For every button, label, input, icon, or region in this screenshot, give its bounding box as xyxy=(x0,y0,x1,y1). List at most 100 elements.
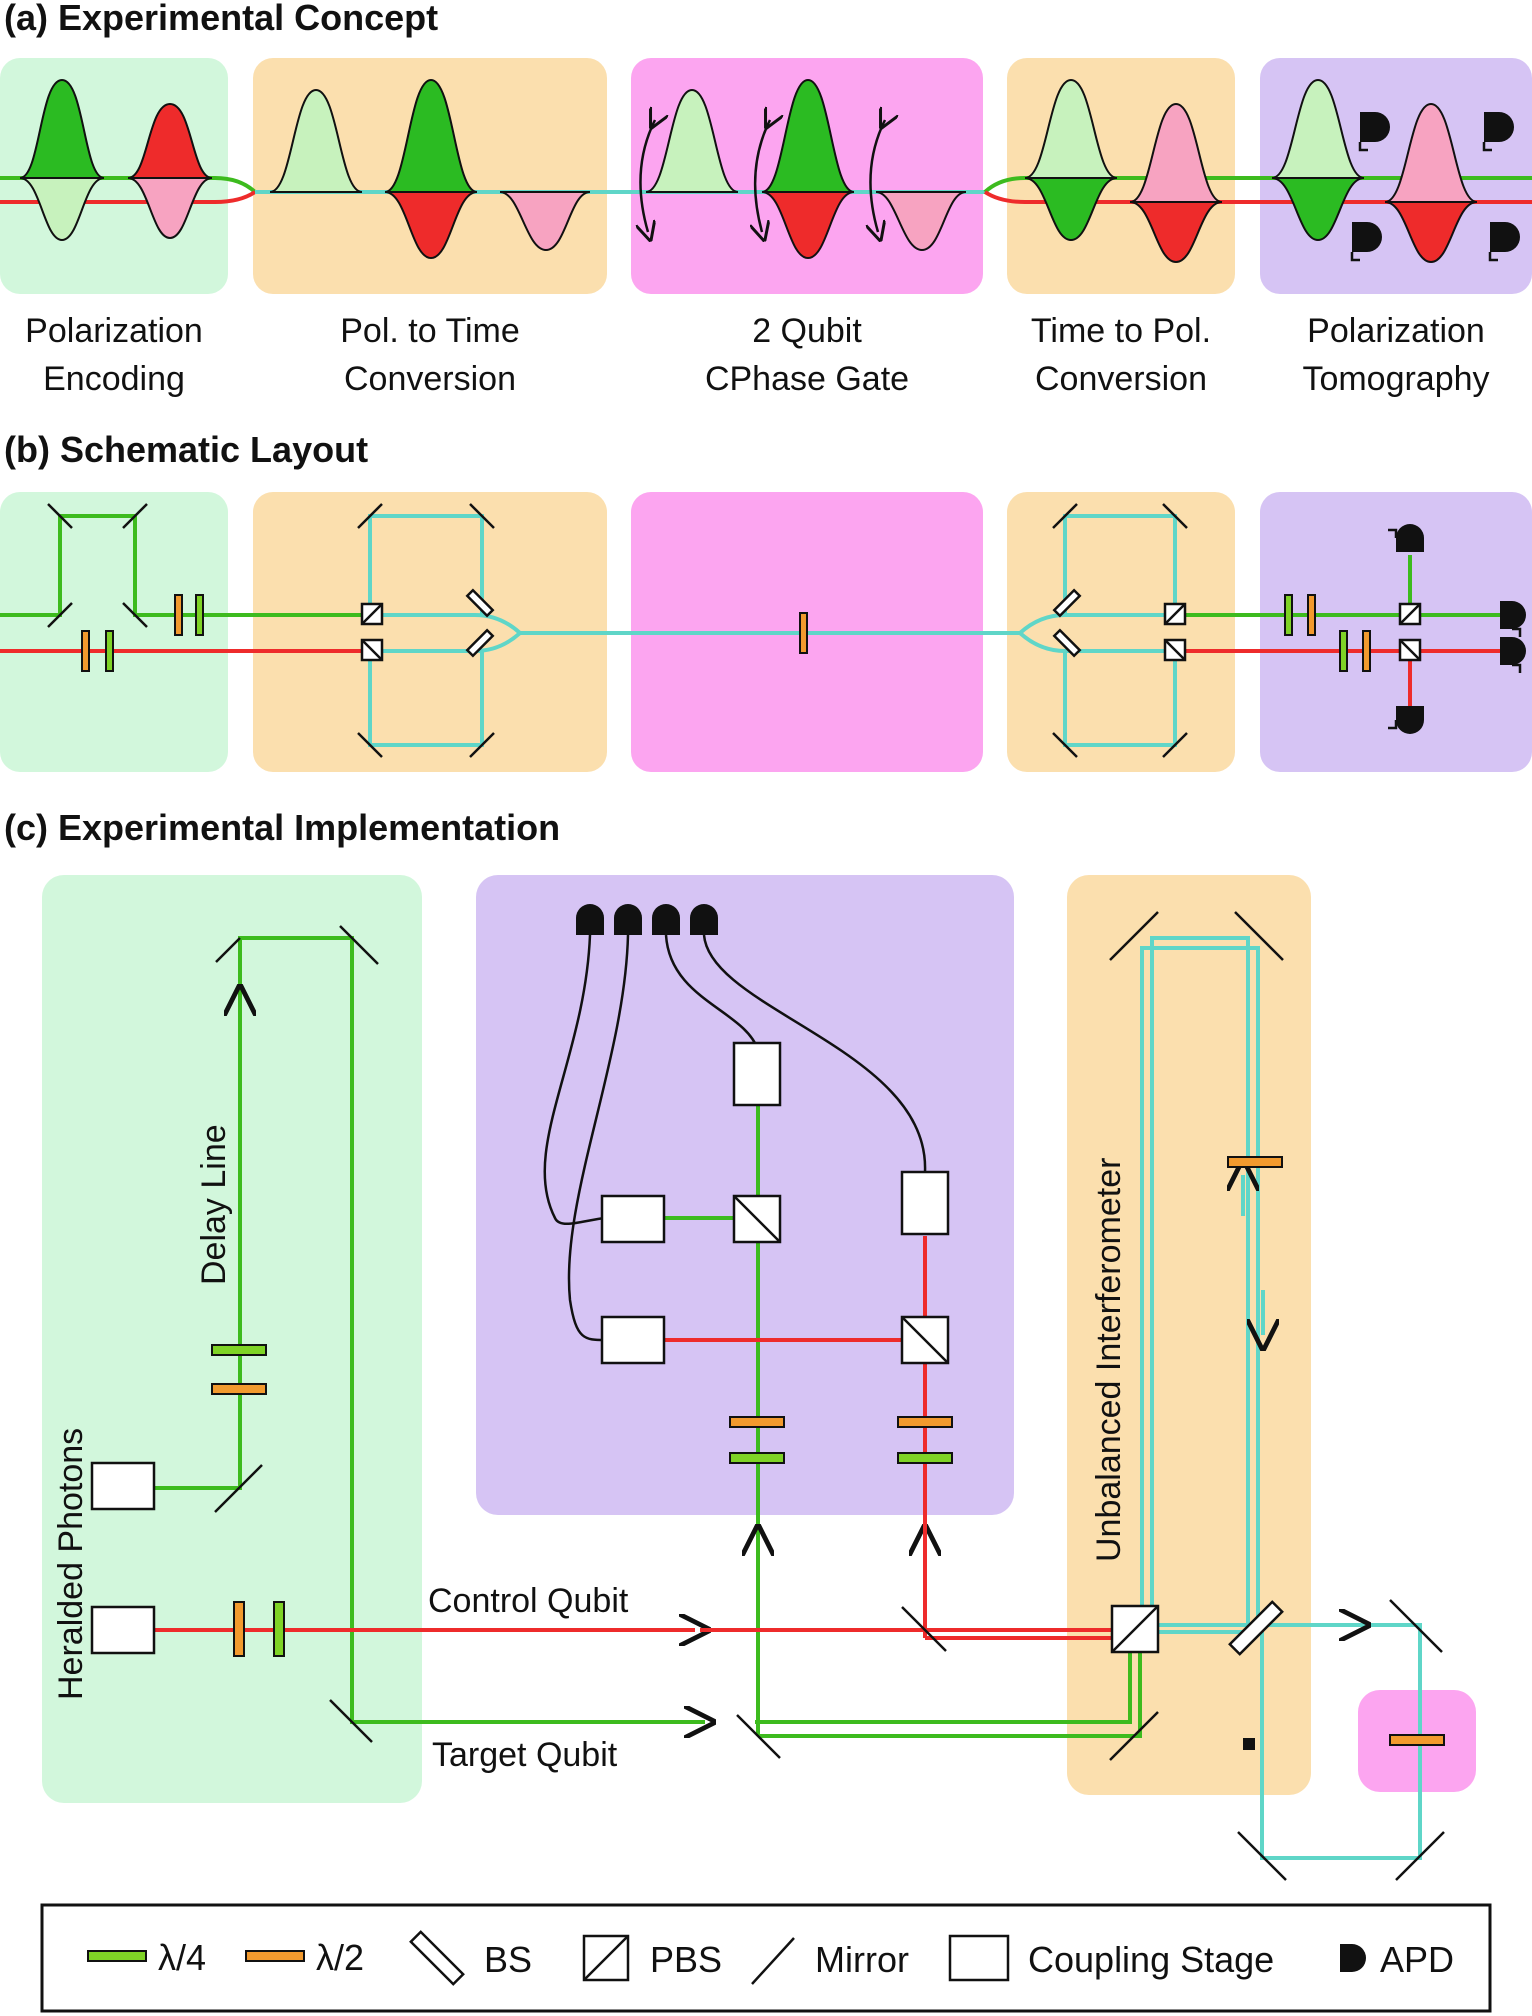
mirror-icon xyxy=(1109,1711,1159,1761)
legend-mirror-icon xyxy=(751,1937,795,1985)
pbs-icon xyxy=(360,602,384,626)
mirror-icon xyxy=(736,1714,781,1759)
mirror-icon xyxy=(214,1464,263,1513)
panel-b-title: (b) Schematic Layout xyxy=(4,429,368,470)
panel-a-title: (a) Experimental Concept xyxy=(4,0,438,38)
legend-apd-icon xyxy=(1340,1944,1366,1972)
mirror-icon xyxy=(47,503,73,529)
mirror-icon xyxy=(357,732,383,758)
half-wave-plate xyxy=(211,1383,267,1395)
quarter-wave-plate xyxy=(897,1452,953,1464)
mirror-icon xyxy=(469,503,495,529)
quarter-wave-plate xyxy=(105,630,114,672)
pbs-icon xyxy=(1398,602,1422,626)
legend-apd-label: APD xyxy=(1380,1939,1454,1980)
target-qubit-label: Target Qubit xyxy=(432,1736,618,1774)
panel-a-beams xyxy=(0,176,1532,204)
pbs-icon xyxy=(1163,602,1187,626)
schematic-pbs xyxy=(360,602,1422,662)
pulses-pol-to-time xyxy=(269,78,591,260)
coupling-stage xyxy=(600,1315,666,1365)
coupling-stage xyxy=(900,1170,950,1236)
mirror-icon xyxy=(1162,732,1188,758)
mirror-icon xyxy=(329,1699,373,1743)
mirror-icon xyxy=(339,925,379,965)
stage-label-3b: CPhase Gate xyxy=(705,360,909,398)
half-wave-plate xyxy=(1362,630,1371,672)
stage-label-4b: Conversion xyxy=(1035,360,1207,398)
stage-label-4a: Time to Pol. xyxy=(1031,312,1211,350)
quarter-wave-plate xyxy=(273,1601,285,1657)
bs-icon xyxy=(1228,1600,1284,1656)
apd-icon xyxy=(1484,112,1514,142)
coupling-stage xyxy=(732,1041,782,1107)
legend-bs-label: BS xyxy=(484,1939,532,1980)
legend-quarter-wave-swatch xyxy=(87,1950,147,1962)
beam-block xyxy=(1243,1738,1255,1750)
mirror-icon xyxy=(901,1606,947,1652)
apd-icons-panel-a xyxy=(1350,112,1520,262)
bs-icon xyxy=(1052,588,1082,618)
legend-bs-icon xyxy=(409,1930,465,1986)
half-wave-plate xyxy=(1227,1156,1283,1168)
mirror-icon xyxy=(1234,911,1284,961)
half-wave-plate xyxy=(729,1416,785,1428)
quarter-wave-plate xyxy=(211,1344,267,1356)
stage-label-1a: Polarization xyxy=(25,312,203,350)
unbalanced-interferometer-label: Unbalanced Interferometer xyxy=(1090,1158,1128,1562)
bs-icon xyxy=(465,628,495,658)
half-wave-plate xyxy=(174,594,183,636)
legend-mirror-label: Mirror xyxy=(815,1939,909,1980)
mirror-icon xyxy=(357,503,383,529)
mirror-icon xyxy=(47,602,73,628)
legend-half-wave-label: λ/2 xyxy=(316,1937,364,1978)
stage-label-2b: Conversion xyxy=(344,360,516,398)
apd-icon xyxy=(1360,112,1390,142)
impl-mirrors xyxy=(214,911,1445,1881)
legend-coupling-stage-icon xyxy=(948,1934,1010,1982)
stage-label-5a: Polarization xyxy=(1307,312,1485,350)
mirror-icon xyxy=(1052,732,1078,758)
schematic-zone-tomography xyxy=(1260,492,1532,772)
mirror-icon xyxy=(1389,1599,1443,1653)
apd-icon xyxy=(1396,524,1424,552)
half-wave-plate xyxy=(233,1601,245,1657)
stage-label-3a: 2 Qubit xyxy=(752,312,862,350)
stage-label-5b: Tomography xyxy=(1302,360,1489,398)
mirror-icon xyxy=(1395,1831,1445,1881)
impl-zone-source xyxy=(42,875,422,1803)
legend-quarter-wave-label: λ/4 xyxy=(158,1937,206,1978)
bs-icon xyxy=(1052,628,1082,658)
legend-pbs-label: PBS xyxy=(650,1939,722,1980)
pulses-cphase xyxy=(640,78,967,260)
schematic-waveplates xyxy=(81,594,1371,672)
impl-coupling-stages xyxy=(90,1041,950,1655)
pbs-icon xyxy=(900,1315,950,1365)
legend-coupling-stage-label: Coupling Stage xyxy=(1028,1939,1274,1980)
apd-icon xyxy=(576,904,604,935)
quarter-wave-plate xyxy=(729,1452,785,1464)
mirror-icon xyxy=(122,503,148,529)
control-qubit-label: Control Qubit xyxy=(428,1582,629,1620)
coupling-stage xyxy=(90,1605,156,1655)
quarter-wave-plate xyxy=(1284,594,1293,636)
mirror-icon xyxy=(1237,1831,1287,1881)
apd-icon xyxy=(652,904,680,935)
schematic-zone-pol-to-time xyxy=(253,492,607,772)
heralded-photons-label: Heralded Photons xyxy=(52,1428,90,1700)
quarter-wave-plate xyxy=(195,594,204,636)
impl-fibers xyxy=(543,934,927,1342)
half-wave-plate xyxy=(1389,1734,1445,1746)
apd-icon xyxy=(690,904,718,935)
coupling-stage xyxy=(90,1461,156,1511)
mirror-icon xyxy=(1052,503,1078,529)
half-wave-plate xyxy=(897,1416,953,1428)
impl-apds xyxy=(576,904,718,935)
mirror-icon xyxy=(215,937,241,963)
pbs-icon xyxy=(732,1194,782,1244)
legend: λ/4 λ/2 BS PBS Mirror Coupling Stage APD xyxy=(40,1903,1492,2013)
half-wave-plate xyxy=(799,612,808,654)
legend-half-wave-swatch xyxy=(245,1950,305,1962)
pbs-icon xyxy=(360,638,384,662)
